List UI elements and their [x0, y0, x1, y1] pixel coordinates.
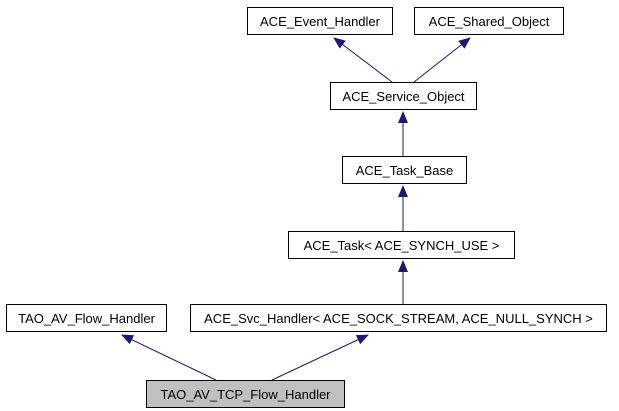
edge-service-object-to-event-handler	[333, 37, 393, 83]
edge-tcp-flow-handler-to-svc-handler	[271, 334, 369, 381]
class-node-ace-event-handler[interactable]: ACE_Event_Handler	[247, 7, 393, 35]
class-node-ace-svc-handler[interactable]: ACE_Svc_Handler< ACE_SOCK_STREAM, ACE_NU…	[190, 304, 607, 332]
edge-service-object-to-shared-object	[413, 37, 471, 83]
class-node-tao-av-flow-handler[interactable]: TAO_AV_Flow_Handler	[6, 304, 167, 332]
class-node-ace-shared-object[interactable]: ACE_Shared_Object	[414, 7, 564, 35]
class-node-ace-task[interactable]: ACE_Task< ACE_SYNCH_USE >	[288, 231, 515, 259]
class-node-ace-service-object[interactable]: ACE_Service_Object	[330, 82, 477, 110]
class-node-ace-task-base[interactable]: ACE_Task_Base	[342, 156, 467, 184]
class-node-tao-av-tcp-flow-handler-current: TAO_AV_TCP_Flow_Handler	[146, 380, 345, 408]
edge-tcp-flow-handler-to-flow-handler	[121, 334, 217, 381]
